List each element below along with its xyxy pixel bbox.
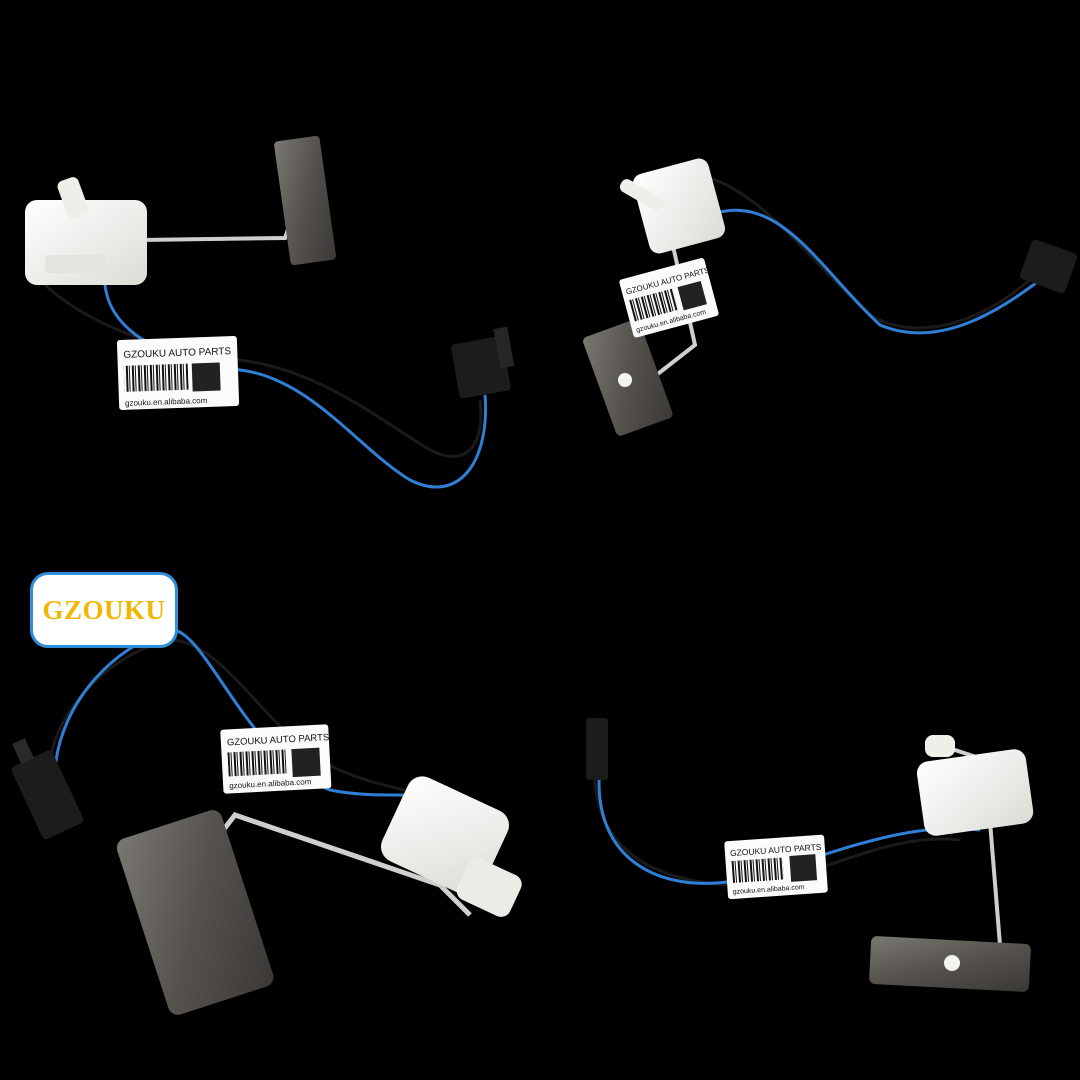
barcode [730, 857, 784, 884]
qr-code [291, 747, 321, 778]
brand-logo: GZOUKU [30, 572, 178, 648]
qr-code [789, 854, 818, 882]
label-title: GZOUKU AUTO PARTS [227, 732, 330, 748]
sender-housing [619, 158, 726, 254]
fuel-level-sender-bottom-right: GZOUKU AUTO PARTS gzouku.en.alibaba.com [586, 718, 1034, 992]
float-block [583, 319, 673, 436]
label-url: gzouku.en.alibaba.com [229, 777, 312, 790]
fuel-level-sender-top-right: GZOUKU AUTO PARTS gzouku.en.alibaba.com [583, 158, 1078, 436]
product-label: GZOUKU AUTO PARTS gzouku.en.alibaba.com [724, 834, 828, 900]
label-url: gzouku.en.alibaba.com [125, 396, 208, 408]
float-block [274, 135, 337, 266]
product-label: GZOUKU AUTO PARTS gzouku.en.alibaba.com [116, 336, 240, 410]
product-label: GZOUKU AUTO PARTS gzouku.en.alibaba.com [220, 724, 332, 794]
sender-housing [380, 776, 522, 917]
wire-connector [1019, 239, 1078, 294]
sender-housing [25, 177, 147, 285]
wire-connector [451, 326, 515, 399]
label-title: GZOUKU AUTO PARTS [123, 346, 231, 361]
qr-code [677, 280, 707, 311]
fuel-level-sender-top-left: GZOUKU AUTO PARTS gzouku.en.alibaba.com [25, 135, 515, 489]
brand-logo-text: GZOUKU [42, 594, 166, 625]
qr-code [191, 362, 221, 392]
product-label: GZOUKU AUTO PARTS gzouku.en.alibaba.com [619, 258, 719, 338]
barcode [123, 363, 189, 392]
barcode [227, 749, 287, 777]
barcode [628, 288, 679, 322]
fuel-level-sender-bottom-left: GZOUKU AUTO PARTS gzouku.en.alibaba.com [11, 628, 522, 1015]
float-block [869, 936, 1031, 992]
wire-connector [586, 718, 608, 780]
sender-housing [916, 735, 1034, 836]
float-block [116, 810, 274, 1015]
wire-connector [11, 738, 84, 840]
